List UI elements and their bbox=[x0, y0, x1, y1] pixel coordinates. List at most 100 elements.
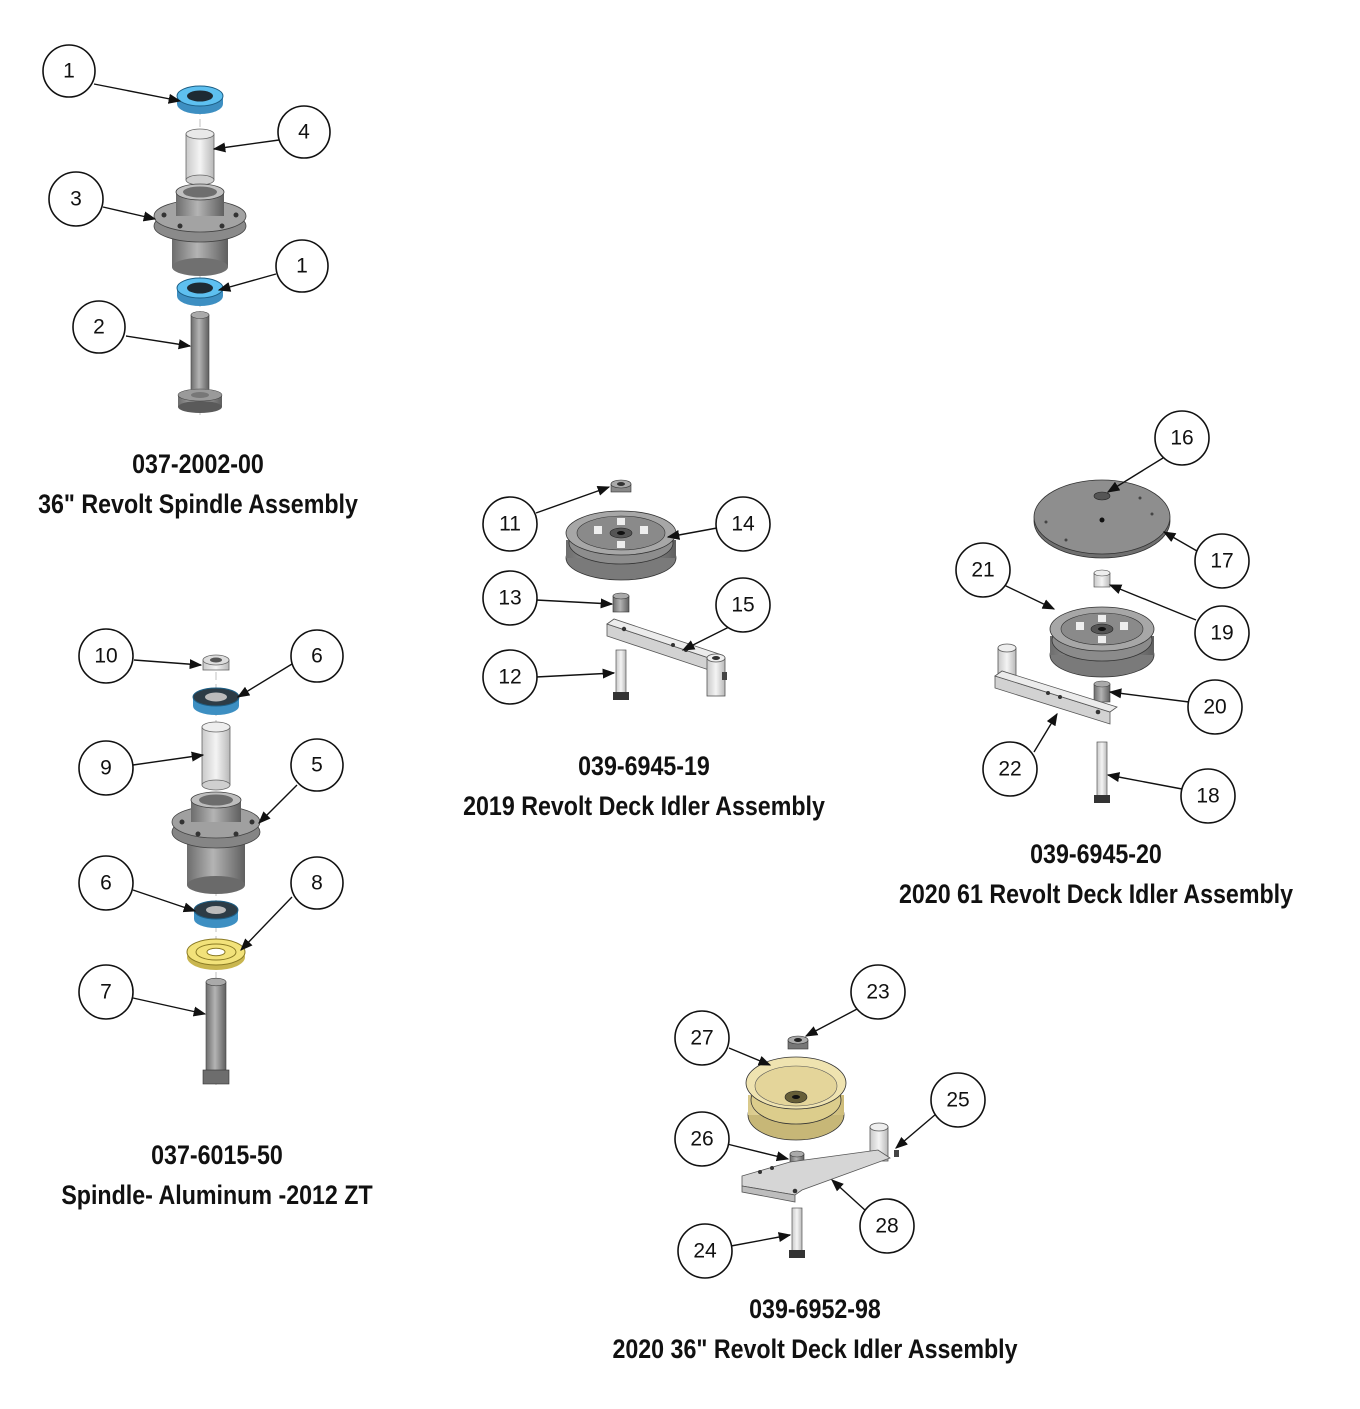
idler-pulley-21 bbox=[1049, 606, 1155, 678]
idler-nut-11 bbox=[610, 479, 632, 493]
idler-bolt-18 bbox=[1094, 741, 1110, 803]
callout-22: 22 bbox=[982, 741, 1038, 797]
callout-20: 20 bbox=[1187, 679, 1243, 735]
svg-text:20: 20 bbox=[1203, 696, 1226, 719]
nut bbox=[202, 654, 230, 671]
callout-16: 16 bbox=[1154, 410, 1210, 466]
callout-24: 24 bbox=[677, 1223, 733, 1279]
callout-18: 18 bbox=[1180, 768, 1236, 824]
svg-text:19: 19 bbox=[1210, 622, 1233, 645]
spindle-housing bbox=[153, 183, 247, 276]
callout-bubbles: 1 4 3 1 2 10 6 9 5 6 8 7 11 14 13 15 12 … bbox=[42, 44, 1250, 1279]
svg-text:11: 11 bbox=[499, 513, 521, 536]
idler-2019-drawing bbox=[565, 479, 727, 700]
callout-8: 8 bbox=[290, 856, 344, 910]
caption-idler-2019: 039-6945-19 2019 Revolt Deck Idler Assem… bbox=[429, 746, 859, 826]
part-number: 039-6952-98 bbox=[749, 1294, 881, 1324]
svg-text:13: 13 bbox=[498, 587, 521, 610]
bearing-bottom bbox=[176, 277, 224, 306]
idler-arm-22 bbox=[994, 643, 1118, 725]
callout-21: 21 bbox=[955, 542, 1011, 598]
svg-text:26: 26 bbox=[690, 1128, 713, 1151]
svg-text:17: 17 bbox=[1210, 550, 1233, 573]
idler-bolt-12 bbox=[613, 649, 629, 700]
svg-text:25: 25 bbox=[946, 1089, 969, 1112]
assembly-name: 2019 Revolt Deck Idler Assembly bbox=[463, 791, 825, 821]
callout-13: 13 bbox=[482, 570, 538, 626]
spacer-sleeve bbox=[185, 128, 215, 186]
callout-6a: 6 bbox=[290, 629, 344, 683]
bearing-upper bbox=[192, 687, 240, 715]
callout-6b: 6 bbox=[78, 855, 134, 911]
callout-3: 3 bbox=[48, 171, 104, 227]
idler-spacer-13 bbox=[612, 592, 630, 613]
spindle-shaft bbox=[177, 311, 223, 413]
idler-nut-23 bbox=[787, 1035, 809, 1050]
svg-text:1: 1 bbox=[63, 60, 75, 83]
callout-15: 15 bbox=[715, 577, 771, 633]
svg-text:4: 4 bbox=[298, 121, 310, 144]
callout-25: 25 bbox=[930, 1072, 986, 1128]
callout-1b: 1 bbox=[275, 239, 329, 293]
callout-4: 4 bbox=[277, 105, 331, 159]
callout-leaders bbox=[93, 83, 1198, 1247]
idler-2020-61-drawing bbox=[994, 479, 1171, 803]
idler-spacer-19 bbox=[1093, 569, 1111, 588]
spindle-assembly-1-drawing bbox=[153, 85, 247, 415]
idler-bolt-24 bbox=[789, 1207, 805, 1258]
spindle-shaft-2 bbox=[202, 977, 230, 1085]
part-number: 039-6945-20 bbox=[1030, 839, 1162, 869]
svg-text:6: 6 bbox=[311, 645, 323, 668]
bearing-top bbox=[176, 85, 224, 114]
svg-text:23: 23 bbox=[866, 981, 889, 1004]
spacer-sleeve-2 bbox=[201, 721, 231, 791]
callout-5: 5 bbox=[290, 738, 344, 792]
assembly-name: 36" Revolt Spindle Assembly bbox=[38, 489, 358, 519]
callout-2: 2 bbox=[72, 300, 126, 354]
bearing-lower bbox=[193, 900, 239, 928]
part-number: 037-6015-50 bbox=[151, 1140, 283, 1170]
callout-28: 28 bbox=[859, 1198, 915, 1254]
idler-spacer-20 bbox=[1093, 680, 1111, 703]
callout-1a: 1 bbox=[42, 44, 96, 98]
spindle-housing-2 bbox=[171, 791, 261, 894]
idler-2020-36-drawing bbox=[741, 1035, 899, 1258]
callout-7: 7 bbox=[78, 964, 134, 1020]
svg-text:15: 15 bbox=[731, 594, 754, 617]
callout-10: 10 bbox=[78, 628, 134, 684]
svg-text:14: 14 bbox=[731, 513, 755, 536]
callout-14: 14 bbox=[715, 496, 771, 552]
svg-text:3: 3 bbox=[70, 188, 82, 211]
svg-text:9: 9 bbox=[100, 757, 112, 780]
assembly-name: 2020 36" Revolt Deck Idler Assembly bbox=[612, 1334, 1018, 1364]
caption-spindle-assembly: 037-2002-00 36" Revolt Spindle Assembly bbox=[26, 444, 370, 524]
part-number: 039-6945-19 bbox=[578, 751, 710, 781]
svg-text:12: 12 bbox=[498, 666, 521, 689]
caption-spindle-aluminum: 037-6015-50 Spindle- Aluminum -2012 ZT bbox=[45, 1135, 389, 1215]
callout-26: 26 bbox=[674, 1111, 730, 1167]
svg-text:8: 8 bbox=[311, 872, 323, 895]
callout-9: 9 bbox=[78, 740, 134, 796]
svg-text:22: 22 bbox=[998, 758, 1021, 781]
svg-text:5: 5 bbox=[311, 754, 323, 777]
svg-text:27: 27 bbox=[690, 1027, 713, 1050]
svg-text:18: 18 bbox=[1196, 785, 1219, 808]
svg-text:6: 6 bbox=[100, 872, 112, 895]
assembly-name: Spindle- Aluminum -2012 ZT bbox=[61, 1180, 373, 1210]
callout-19: 19 bbox=[1194, 605, 1250, 661]
idler-arm-28 bbox=[741, 1122, 899, 1203]
idler-shield-17 bbox=[1033, 479, 1171, 559]
svg-text:1: 1 bbox=[296, 255, 308, 278]
idler-pulley-14 bbox=[565, 510, 677, 581]
washer-yellow bbox=[186, 938, 246, 970]
svg-text:10: 10 bbox=[94, 645, 117, 668]
part-number: 037-2002-00 bbox=[132, 449, 264, 479]
idler-pulley-27-yellow bbox=[745, 1056, 847, 1141]
assembly-name: 2020 61 Revolt Deck Idler Assembly bbox=[898, 879, 1294, 909]
spindle-assembly-2-drawing bbox=[171, 654, 261, 1085]
svg-text:16: 16 bbox=[1170, 427, 1193, 450]
callout-23: 23 bbox=[850, 964, 906, 1020]
caption-idler-2020-61: 039-6945-20 2020 61 Revolt Deck Idler As… bbox=[864, 834, 1328, 914]
caption-idler-2020-36: 039-6952-98 2020 36" Revolt Deck Idler A… bbox=[583, 1289, 1047, 1369]
